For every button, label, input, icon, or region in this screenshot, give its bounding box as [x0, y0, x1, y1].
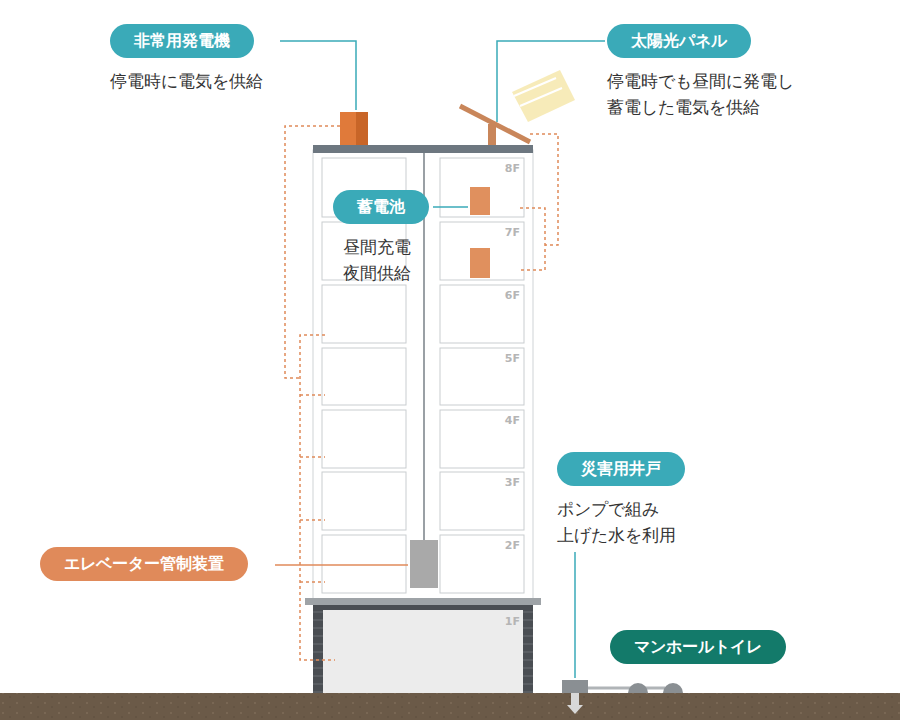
callout-node: 蓄電池昼間充電 夜間供給 — [333, 190, 429, 286]
callout-node: 太陽光パネル停電時でも昼間に発電し 蓄電した電気を供給 — [607, 24, 817, 120]
building-wall — [313, 150, 533, 600]
battery — [470, 248, 490, 278]
solar-panel — [460, 106, 530, 142]
callout-description: 昼間充電 夜間供給 — [343, 234, 429, 286]
leader-line — [280, 41, 605, 678]
ground-floor-wall — [313, 605, 533, 693]
generator — [340, 112, 368, 145]
manhole-tank — [663, 683, 683, 693]
floor-label: 1F — [505, 616, 520, 628]
floor-label: 8F — [505, 163, 520, 175]
well-pump — [562, 680, 588, 693]
manhole-tank — [628, 683, 648, 693]
floor-label: 7F — [505, 227, 520, 239]
ground — [0, 693, 900, 720]
floor-label: 4F — [505, 415, 520, 427]
elevator-control-unit — [410, 540, 438, 588]
battery — [470, 187, 490, 215]
floor-label: 6F — [505, 290, 520, 302]
water-pipe — [588, 687, 665, 690]
floor-slab — [305, 598, 541, 605]
callout-pill: 非常用発電機 — [110, 24, 254, 58]
callout-node: 非常用発電機停電時に電気を供給 — [110, 24, 330, 94]
callout-pill: マンホールトイレ — [610, 630, 786, 664]
ground-floor — [323, 610, 523, 693]
callout-node: エレベーター管制装置 — [40, 547, 248, 581]
floor-label: 3F — [505, 477, 520, 489]
well-arrow — [567, 705, 583, 714]
callout-description: ポンプで組み 上げた水を利用 — [557, 496, 697, 548]
leader-line — [275, 564, 408, 566]
callout-pill: エレベーター管制装置 — [40, 547, 248, 581]
callout-pill: 蓄電池 — [333, 190, 429, 224]
generator-side — [356, 112, 368, 145]
roof-slab — [313, 145, 533, 153]
callout-pill: 太陽光パネル — [607, 24, 751, 58]
floor-label: 2F — [505, 540, 520, 552]
callout-description: 停電時でも昼間に発電し 蓄電した電気を供給 — [607, 68, 817, 120]
well-pipe — [571, 693, 579, 705]
callout-pill: 災害用井戸 — [557, 452, 685, 486]
power-wire — [285, 126, 558, 660]
sunlight-stripe — [520, 88, 562, 106]
floor-label: 5F — [505, 353, 520, 365]
solar-stand — [488, 124, 496, 145]
callout-node: マンホールトイレ — [610, 630, 786, 664]
sunlight — [512, 70, 575, 122]
callout-description: 停電時に電気を供給 — [110, 68, 330, 94]
callout-node: 災害用井戸ポンプで組み 上げた水を利用 — [557, 452, 697, 548]
